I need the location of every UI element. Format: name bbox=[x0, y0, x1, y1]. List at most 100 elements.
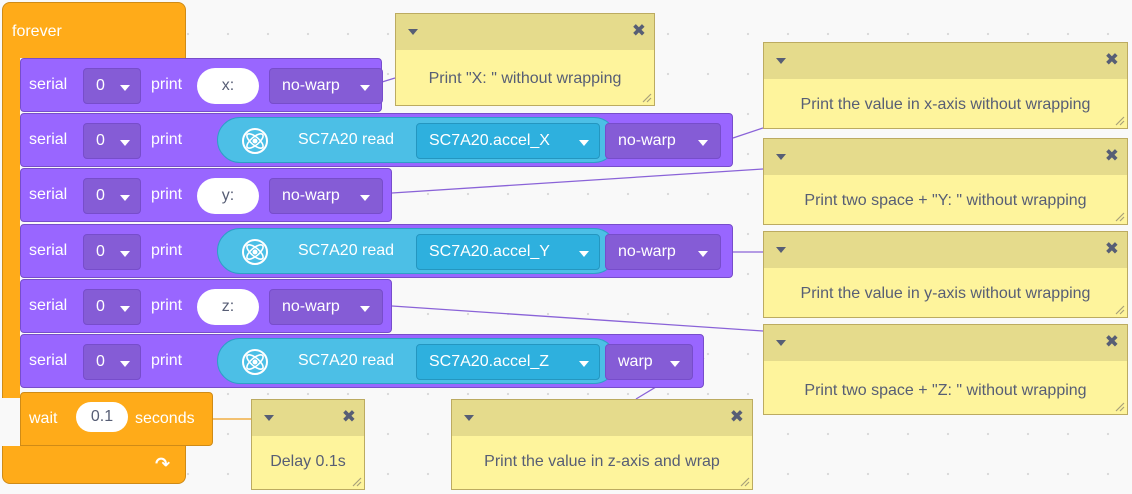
comment-note-header[interactable]: ✖ bbox=[252, 400, 364, 436]
wrap-mode-dropdown[interactable]: warp bbox=[605, 344, 693, 380]
chevron-down-icon bbox=[360, 195, 370, 201]
resize-handle-icon[interactable] bbox=[1113, 210, 1125, 222]
close-icon[interactable]: ✖ bbox=[341, 407, 356, 426]
comment-note[interactable]: ✖ Print "X: " without wrapping bbox=[395, 13, 655, 106]
comment-note-header[interactable]: ✖ bbox=[396, 14, 654, 50]
serial-port-dropdown[interactable]: 0 bbox=[83, 234, 141, 270]
comment-note-header[interactable]: ✖ bbox=[764, 43, 1127, 79]
serial-port-dropdown[interactable]: 0 bbox=[83, 289, 141, 325]
wait-block[interactable]: wait 0.1 seconds bbox=[20, 392, 213, 446]
collapse-caret-icon[interactable] bbox=[776, 247, 786, 253]
wait-unit-label: seconds bbox=[135, 410, 195, 427]
comment-connector-line bbox=[391, 305, 764, 332]
resize-handle-icon[interactable] bbox=[1113, 114, 1125, 126]
comment-note-text[interactable]: Print "X: " without wrapping bbox=[428, 70, 622, 87]
comment-note-header[interactable]: ✖ bbox=[764, 325, 1127, 361]
comment-note-header[interactable]: ✖ bbox=[764, 232, 1127, 268]
comment-note[interactable]: ✖ Print the value in z-axis and wrap bbox=[451, 399, 753, 490]
forever-block[interactable]: forever bbox=[2, 2, 186, 58]
wrap-mode-value: no-warp bbox=[282, 187, 340, 204]
wrap-mode-value: no-warp bbox=[618, 132, 676, 149]
wrap-mode-dropdown[interactable]: no-warp bbox=[605, 123, 721, 159]
comment-note-text[interactable]: Print two space + "Y: " without wrapping bbox=[804, 192, 1087, 209]
sc7a20-read-reporter[interactable]: SC7A20 read SC7A20.accel_Z bbox=[217, 338, 617, 384]
collapse-caret-icon[interactable] bbox=[264, 415, 274, 421]
sc7a20-read-reporter[interactable]: SC7A20 read SC7A20.accel_Y bbox=[217, 228, 617, 274]
print-text-input[interactable]: z: bbox=[197, 289, 259, 325]
collapse-caret-icon[interactable] bbox=[464, 415, 474, 421]
serial-port-dropdown[interactable]: 0 bbox=[83, 123, 141, 159]
comment-note-text[interactable]: Print two space + "Z: " without wrapping bbox=[804, 382, 1087, 399]
comment-note[interactable]: ✖ Print the value in y-axis without wrapp… bbox=[763, 231, 1128, 318]
wait-seconds-input[interactable]: 0.1 bbox=[76, 402, 128, 432]
print-label: print bbox=[151, 131, 183, 148]
resize-handle-icon[interactable] bbox=[1113, 400, 1125, 412]
sensor-read-label: SC7A20 read bbox=[298, 242, 395, 259]
sensor-axis-value: SC7A20.accel_X bbox=[429, 132, 550, 149]
collapse-caret-icon[interactable] bbox=[776, 340, 786, 346]
chevron-down-icon bbox=[698, 140, 708, 146]
chevron-down-icon bbox=[698, 251, 708, 257]
sensor-read-label: SC7A20 read bbox=[298, 352, 395, 369]
chevron-down-icon bbox=[120, 85, 130, 91]
serial-label: serial bbox=[29, 297, 68, 314]
resize-handle-icon[interactable] bbox=[640, 91, 652, 103]
resize-handle-icon[interactable] bbox=[1113, 303, 1125, 315]
resize-handle-icon[interactable] bbox=[350, 475, 362, 487]
comment-note-text[interactable]: Delay 0.1s bbox=[270, 453, 346, 470]
wrap-mode-dropdown[interactable]: no-warp bbox=[269, 68, 383, 104]
collapse-caret-icon[interactable] bbox=[776, 58, 786, 64]
comment-connector-line bbox=[732, 127, 764, 139]
collapse-caret-icon[interactable] bbox=[776, 154, 786, 160]
wrap-mode-dropdown[interactable]: no-warp bbox=[269, 289, 383, 325]
chevron-down-icon bbox=[120, 140, 130, 146]
sensor-axis-dropdown[interactable]: SC7A20.accel_Z bbox=[416, 344, 600, 380]
close-icon[interactable]: ✖ bbox=[1104, 332, 1119, 351]
wrap-mode-dropdown[interactable]: no-warp bbox=[605, 234, 721, 270]
chevron-down-icon bbox=[120, 251, 130, 257]
serial-port-value: 0 bbox=[96, 132, 105, 149]
print-text-input[interactable]: x: bbox=[197, 68, 259, 104]
chevron-down-icon bbox=[579, 361, 589, 367]
forever-block-bottom[interactable]: ↷ bbox=[2, 446, 186, 484]
comment-note-text[interactable]: Print the value in z-axis and wrap bbox=[484, 453, 720, 470]
serial-port-dropdown[interactable]: 0 bbox=[83, 344, 141, 380]
forever-block-arm bbox=[2, 56, 20, 398]
print-text-input[interactable]: y: bbox=[197, 178, 259, 214]
sensor-axis-dropdown[interactable]: SC7A20.accel_X bbox=[416, 123, 600, 159]
resize-handle-icon[interactable] bbox=[738, 475, 750, 487]
serial-label: serial bbox=[29, 131, 68, 148]
sensor-axis-value: SC7A20.accel_Z bbox=[429, 353, 550, 370]
wrap-mode-dropdown[interactable]: no-warp bbox=[269, 178, 383, 214]
close-icon[interactable]: ✖ bbox=[631, 21, 646, 40]
comment-note[interactable]: ✖ Print two space + "Y: " without wrappin… bbox=[763, 138, 1128, 225]
serial-port-dropdown[interactable]: 0 bbox=[83, 68, 141, 104]
comment-note[interactable]: ✖ Print the value in x-axis without wrapp… bbox=[763, 42, 1128, 129]
comment-note-text[interactable]: Print the value in y-axis without wrappi… bbox=[800, 285, 1091, 302]
chevron-down-icon bbox=[120, 195, 130, 201]
comment-connector-line bbox=[381, 77, 396, 83]
comment-note[interactable]: ✖ Delay 0.1s bbox=[251, 399, 365, 490]
comment-note[interactable]: ✖ Print two space + "Z: " without wrappin… bbox=[763, 324, 1128, 415]
comment-note-header[interactable]: ✖ bbox=[452, 400, 752, 436]
comment-note-header[interactable]: ✖ bbox=[764, 139, 1127, 175]
close-icon[interactable]: ✖ bbox=[1104, 50, 1119, 69]
close-icon[interactable]: ✖ bbox=[729, 407, 744, 426]
close-icon[interactable]: ✖ bbox=[1104, 239, 1119, 258]
collapse-caret-icon[interactable] bbox=[408, 29, 418, 35]
sensor-axis-dropdown[interactable]: SC7A20.accel_Y bbox=[416, 234, 600, 270]
chevron-down-icon bbox=[670, 361, 680, 367]
serial-port-value: 0 bbox=[96, 77, 105, 94]
serial-label: serial bbox=[29, 352, 68, 369]
serial-port-dropdown[interactable]: 0 bbox=[83, 178, 141, 214]
comment-note-text[interactable]: Print the value in x-axis without wrappi… bbox=[800, 96, 1091, 113]
wrap-mode-value: no-warp bbox=[618, 243, 676, 260]
close-icon[interactable]: ✖ bbox=[1104, 146, 1119, 165]
